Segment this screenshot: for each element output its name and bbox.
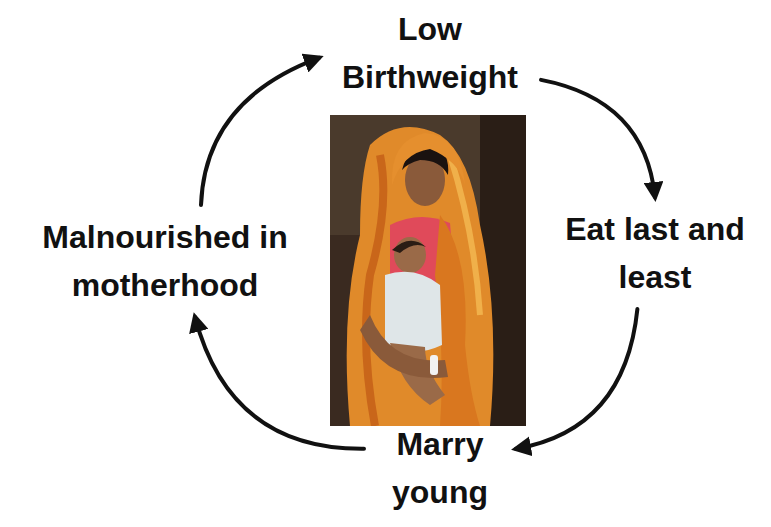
cycle-arrow — [201, 58, 319, 205]
cycle-stage: Low Birthweight — [325, 5, 535, 101]
stage-label: Low Birthweight — [325, 5, 535, 101]
cycle-stage: Marry young — [370, 420, 510, 516]
stage-label: Malnourished in motherhood — [15, 213, 315, 309]
cycle-stage: Eat last and least — [545, 205, 765, 301]
cycle-arrow — [541, 80, 655, 197]
cycle-arrow — [195, 317, 364, 449]
stage-label: Eat last and least — [545, 205, 765, 301]
cycle-arrow — [516, 309, 637, 449]
mother-photo — [330, 115, 526, 426]
cycle-stage: Malnourished in motherhood — [15, 213, 315, 309]
stage-label: Marry young — [370, 420, 510, 516]
